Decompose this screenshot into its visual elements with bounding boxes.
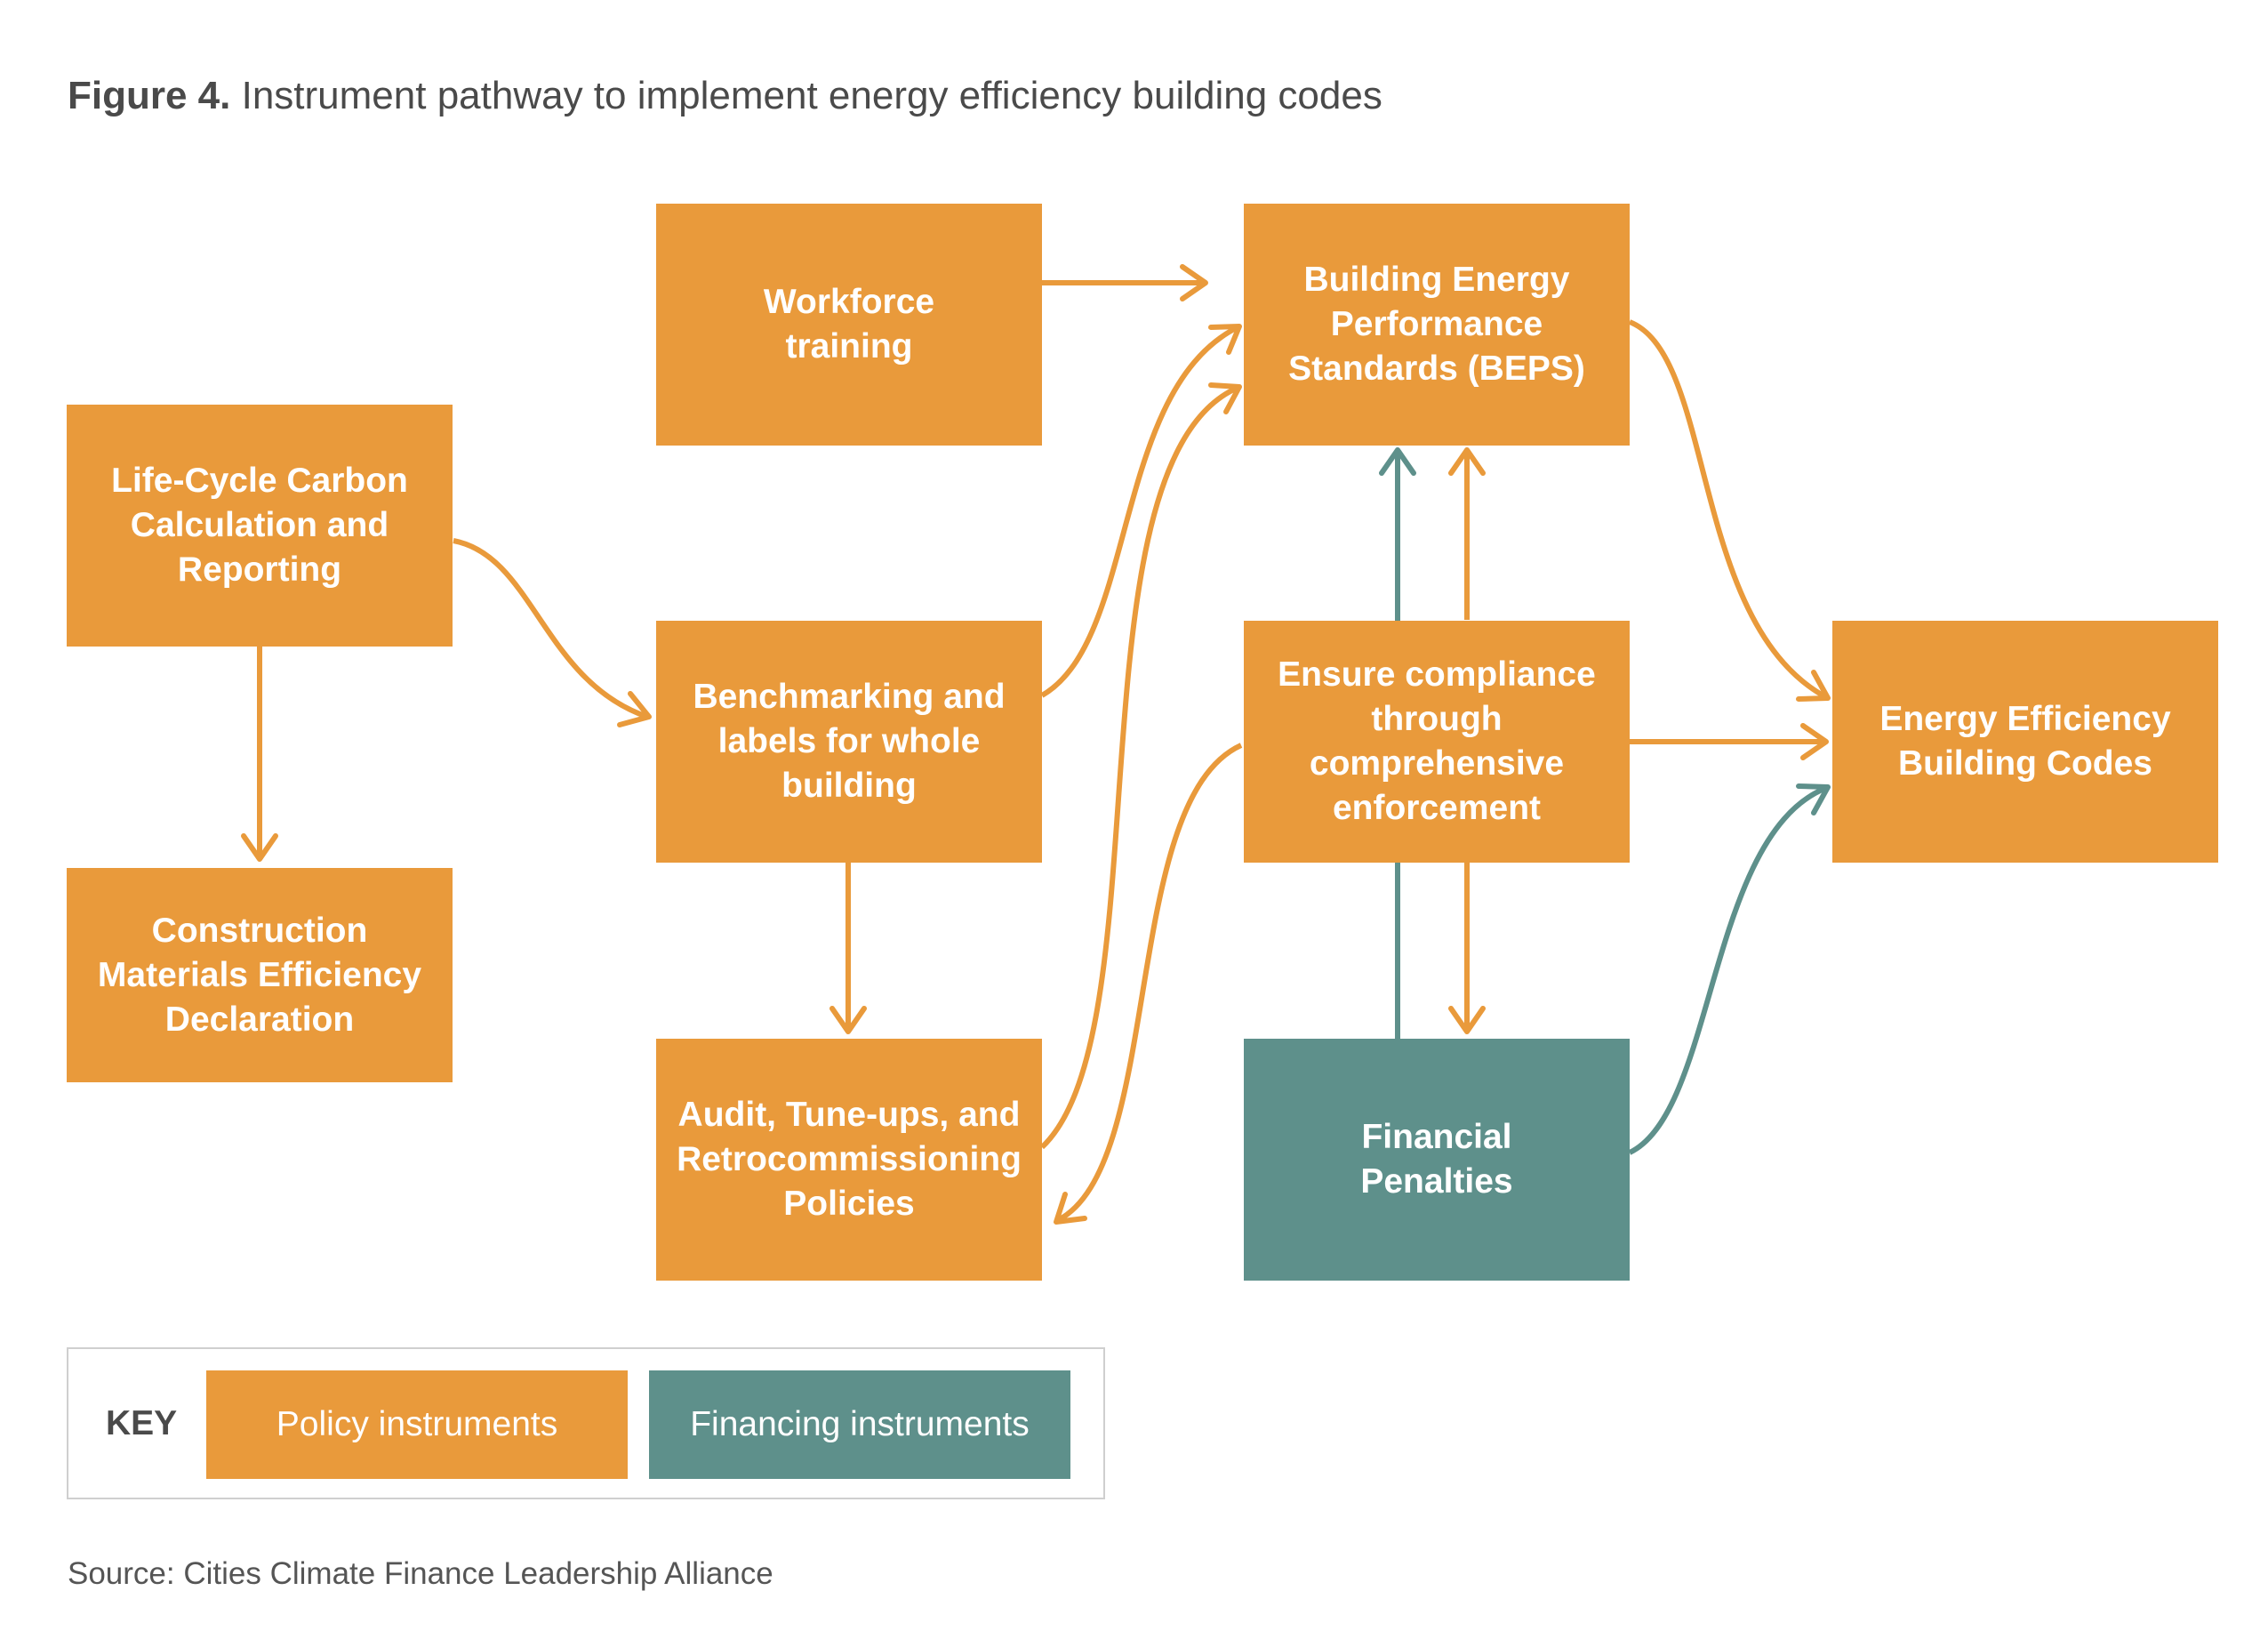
node-line: labels for whole (717, 722, 981, 760)
node-line: Building Codes (1897, 744, 2152, 783)
node-line: Life-Cycle Carbon (111, 462, 408, 500)
legend-key: KEY Policy instruments Financing instrum… (67, 1347, 1105, 1499)
node-line: Energy Efficiency (1879, 700, 2171, 738)
edge-penalties-to-codes (1628, 783, 1831, 1155)
node-line: Workforce (763, 283, 935, 321)
node-energy-efficiency-codes: Energy Efficiency Building Codes (1832, 621, 2218, 863)
node-line: Construction (151, 911, 368, 950)
node-line: training (785, 327, 913, 366)
source-note: Source: Cities Climate Finance Leadershi… (68, 1556, 773, 1591)
edge-benchmarking-to-beps (1040, 324, 1242, 698)
node-line: Policies (783, 1185, 915, 1223)
node-line: comprehensive (1309, 744, 1565, 783)
node-ensure-compliance: Ensure compliance through comprehensive … (1244, 621, 1630, 863)
node-line: Declaration (164, 1000, 355, 1039)
node-line: Benchmarking and (693, 678, 1006, 716)
node-line: Retrocommissioning (677, 1140, 1022, 1178)
edge-audit-to-beps (1039, 382, 1242, 1150)
edge-benchmarking-to-audit (829, 863, 867, 1034)
node-line: Standards (BEPS) (1288, 349, 1585, 388)
node-benchmarking: Benchmarking and labels for whole buildi… (656, 621, 1042, 863)
node-line: enforcement (1332, 789, 1542, 827)
node-line: Building Energy (1303, 261, 1570, 299)
figure-label: Figure 4. (68, 74, 231, 117)
edge-compliance-to-beps (1448, 447, 1486, 620)
node-line: Reporting (177, 550, 342, 589)
edge-beps-to-codes (1628, 319, 1831, 702)
node-line: Audit, Tune-ups, and (677, 1096, 1021, 1134)
legend-key-label: KEY (106, 1404, 178, 1442)
edge-workforce-to-beps (1042, 264, 1208, 301)
node-line: Materials Efficiency (97, 955, 422, 994)
edge-compliance-to-penalties (1448, 863, 1486, 1034)
legend-financing-label: Financing instruments (690, 1405, 1030, 1443)
node-life-cycle-carbon: Life-Cycle Carbon Calculation and Report… (67, 405, 453, 647)
node-line: building (781, 767, 917, 805)
node-financial-penalties: Financial Penalties (1244, 1039, 1630, 1281)
node-line: Penalties (1360, 1162, 1513, 1201)
edge-lifecycle-to-construction (241, 647, 278, 862)
node-line: Ensure compliance (1278, 655, 1596, 694)
node-audit-tuneups: Audit, Tune-ups, and Retrocommissioning … (656, 1039, 1042, 1281)
node-beps: Building Energy Performance Standards (B… (1244, 204, 1630, 446)
node-workforce-training: Workforce training (656, 204, 1042, 446)
figure-title-text: Instrument pathway to implement energy e… (241, 74, 1382, 117)
legend-financing-instruments: Financing instruments (649, 1370, 1070, 1479)
edge-compliance-to-audit (1054, 743, 1243, 1225)
node-line: through (1371, 700, 1503, 738)
edge-compliance-to-codes (1630, 723, 1829, 760)
node-line: Calculation and (130, 506, 389, 544)
edge-lifecycle-to-benchmarking (453, 538, 652, 727)
node-construction-materials: Construction Materials Efficiency Declar… (67, 868, 453, 1082)
legend-policy-instruments: Policy instruments (206, 1370, 628, 1479)
node-line: Financial (1361, 1118, 1512, 1156)
node-line: Performance (1330, 305, 1543, 343)
figure-title: Figure 4. Instrument pathway to implemen… (68, 69, 1382, 123)
legend-policy-label: Policy instruments (276, 1405, 558, 1443)
